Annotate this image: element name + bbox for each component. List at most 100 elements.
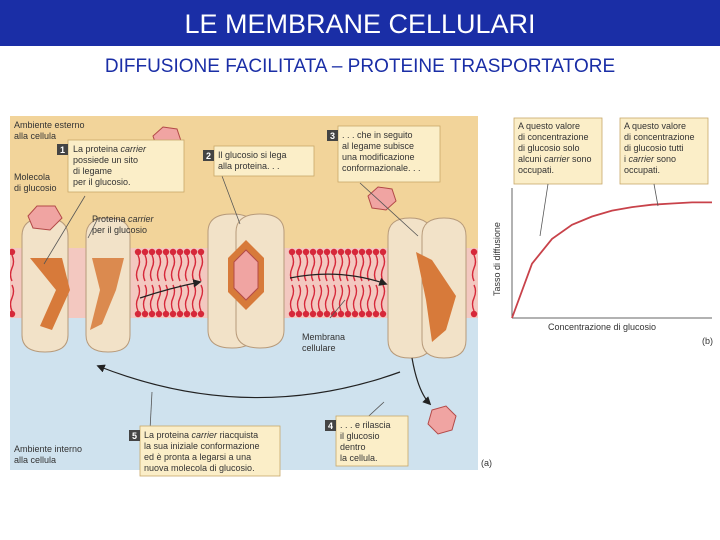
lipid-head	[134, 248, 142, 256]
lipid-tail	[338, 254, 344, 282]
lipid-tail	[324, 284, 330, 312]
y-axis-label: Tasso di diffusione	[492, 222, 502, 296]
lipid-head	[351, 248, 359, 256]
lipid-head	[379, 248, 387, 256]
lipid-head	[197, 248, 205, 256]
lipid-head	[176, 248, 184, 256]
lipid-head	[323, 248, 331, 256]
leader-line	[87, 217, 99, 239]
lipid-head	[190, 248, 198, 256]
lipid-head	[470, 248, 478, 256]
lipid-tail	[296, 254, 302, 282]
lipid-tail	[149, 284, 155, 312]
lipid-tail	[289, 284, 295, 312]
lipid-head	[288, 248, 296, 256]
lipid-tail	[163, 284, 169, 312]
conformation-arrow-1	[139, 279, 202, 299]
lipid-tail	[142, 284, 148, 312]
lipid-head	[372, 248, 380, 256]
lipid-tail	[303, 254, 309, 282]
lipid-head	[358, 310, 366, 318]
lipid-tail	[184, 254, 190, 282]
lipid-tail	[471, 254, 477, 282]
title-bar: LE MEMBRANE CELLULARI	[0, 0, 720, 46]
lipid-tail	[310, 284, 316, 312]
panel-a-label: (a)	[481, 458, 492, 468]
lipid-head	[379, 310, 387, 318]
lipid-tail	[373, 284, 379, 312]
carrier-protein-2	[207, 213, 285, 349]
lipid-head	[295, 310, 303, 318]
lipid-head	[302, 248, 310, 256]
lipid-tail	[331, 284, 337, 312]
glucose-molecule	[427, 405, 457, 435]
recycle-arrow	[96, 364, 401, 399]
lipid-tail	[317, 284, 323, 312]
svg-text:4: 4	[328, 421, 333, 431]
lipid-head	[148, 310, 156, 318]
lipid-tail	[135, 254, 141, 282]
lipid-head	[309, 248, 317, 256]
lipid-head	[176, 310, 184, 318]
lipid-head	[365, 310, 373, 318]
svg-text:1: 1	[60, 145, 65, 155]
lipid-head	[337, 310, 345, 318]
lipid-head	[162, 310, 170, 318]
lipid-tail	[163, 254, 169, 282]
lipid-bilayer	[10, 248, 478, 318]
lipid-tail	[10, 284, 15, 312]
svg-text:2: 2	[206, 151, 211, 161]
lipid-tail	[324, 254, 330, 282]
lipid-head	[10, 248, 16, 256]
lipid-head	[183, 248, 191, 256]
lipid-head	[302, 310, 310, 318]
lipid-head	[141, 310, 149, 318]
lipid-head	[309, 310, 317, 318]
lipid-tail	[296, 284, 302, 312]
lipid-tail	[156, 254, 162, 282]
diffusion-curve	[511, 201, 712, 319]
lipid-tail	[170, 284, 176, 312]
lipid-tail	[366, 284, 372, 312]
leader-line	[43, 195, 86, 265]
lipid-head	[288, 310, 296, 318]
lipid-tail	[310, 254, 316, 282]
lipid-head	[155, 310, 163, 318]
lipid-head	[134, 310, 142, 318]
lipid-tail	[156, 284, 162, 312]
lipid-head	[183, 310, 191, 318]
lipid-head	[344, 248, 352, 256]
release-arrow	[411, 357, 432, 406]
lipid-head	[141, 248, 149, 256]
lipid-tail	[366, 254, 372, 282]
lipid-tail	[135, 284, 141, 312]
x-axis-label: Concentrazione di glucosio	[548, 322, 656, 332]
lipid-tail	[331, 254, 337, 282]
page-title: LE MEMBRANE CELLULARI	[184, 9, 536, 39]
lipid-head	[470, 310, 478, 318]
lipid-head	[351, 310, 359, 318]
lipid-head	[365, 248, 373, 256]
carrier-protein-3	[387, 217, 467, 359]
lipid-head	[197, 310, 205, 318]
glucose-molecule	[367, 186, 397, 211]
lipid-tail	[10, 254, 15, 282]
lipid-tail	[191, 254, 197, 282]
leader-line	[149, 391, 153, 431]
lipid-tail	[317, 254, 323, 282]
lipid-tail	[380, 284, 386, 312]
lipid-head	[155, 248, 163, 256]
